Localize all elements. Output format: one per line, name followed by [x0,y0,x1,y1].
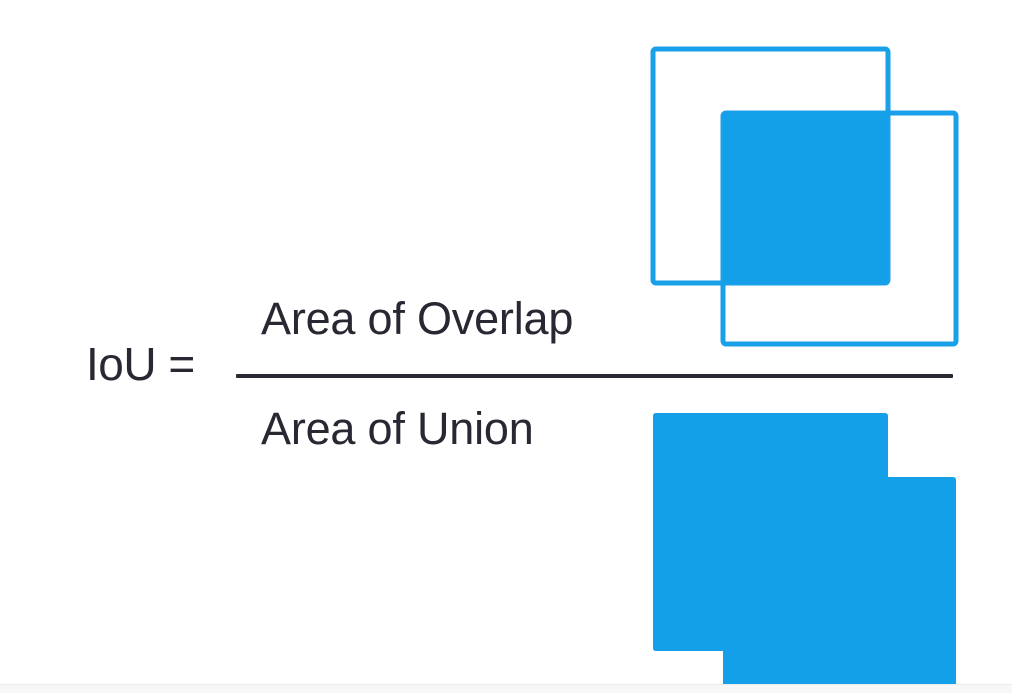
overlap-intersection-fill [723,113,888,283]
overlap-diagram [640,36,970,358]
fraction-bar [236,374,953,378]
union-diagram-svg [653,413,956,693]
page-bottom-edge [0,684,1012,693]
union-diagram [640,400,970,693]
formula-numerator: Area of Overlap [261,293,574,344]
formula-denominator: Area of Union [261,403,534,454]
overlap-box-b [720,110,959,347]
iou-label: IoU = [86,338,195,390]
union-region-fill [653,413,956,693]
overlap-box-a [650,46,891,286]
overlap-diagram-svg [650,46,959,347]
